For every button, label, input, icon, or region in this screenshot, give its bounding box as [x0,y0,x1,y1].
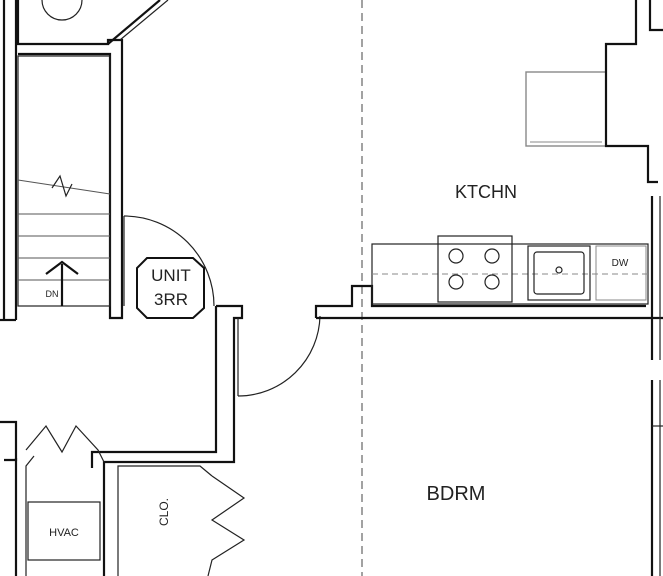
fixture-circle [41,0,83,21]
stair: DN [17,55,111,307]
hvac-label: HVAC [49,527,79,539]
bedroom-door [237,315,321,397]
dishwasher: DW [595,245,647,301]
refrigerator [525,71,607,147]
stair-direction-label: DN [46,289,59,299]
corridor-wall [90,304,244,576]
sink-icon [527,245,591,301]
hvac-unit [27,501,101,561]
entry-door [123,215,215,307]
kitchen-counter: DW [371,235,649,305]
hvac-closet: HVAC [0,420,105,576]
right-exterior-wall [604,0,663,576]
closet-label: CLO. [157,498,171,526]
kitchen-label: KTCHN [455,182,517,202]
unit-tag-line1: UNIT [151,266,191,285]
unit-tag-line2: 3RR [154,290,188,309]
range-icon [437,235,513,303]
unit-tag: UNIT 3RR [136,257,205,319]
left-outer-wall [0,0,18,322]
stair-down-arrow-icon [45,260,79,306]
bedroom-label: BDRM [427,483,486,505]
dishwasher-label: DW [612,258,629,269]
kitchen-bedroom-wall [314,284,663,320]
closet: CLO. [117,465,246,576]
